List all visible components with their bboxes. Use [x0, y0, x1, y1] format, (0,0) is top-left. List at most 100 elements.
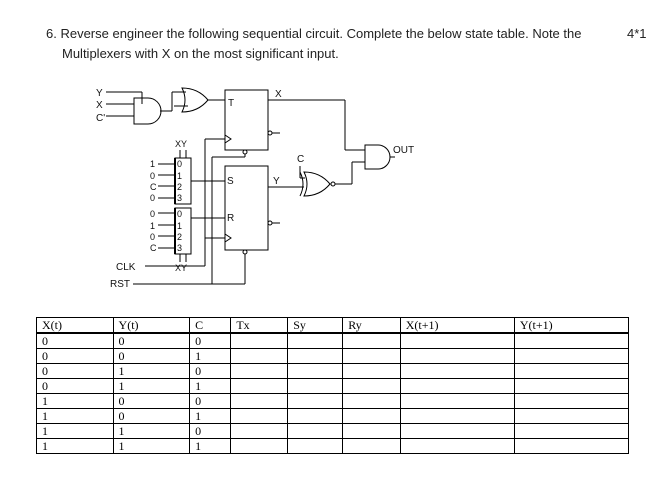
cell-input[interactable] — [287, 393, 344, 409]
cell: 0 — [189, 393, 232, 409]
and-gate — [133, 97, 162, 125]
cell: 1 — [189, 348, 232, 364]
mux-bottom-index-0: 0 — [177, 209, 182, 219]
xor-gate-bubble — [330, 181, 336, 187]
cell-input[interactable] — [287, 438, 344, 454]
cell-input[interactable] — [342, 363, 401, 379]
mux-bottom-input-2: 0 — [150, 232, 155, 242]
mux-bottom-input-1: 1 — [150, 221, 155, 231]
flipflop-sr-reset-bubble — [242, 249, 248, 255]
cell-input[interactable] — [399, 438, 515, 454]
cell-input[interactable] — [513, 438, 630, 454]
cell-input[interactable] — [230, 408, 289, 424]
cell-input[interactable] — [399, 363, 515, 379]
cell-input[interactable] — [513, 408, 630, 424]
cell-input[interactable] — [342, 348, 401, 364]
cell-input[interactable] — [230, 348, 289, 364]
cell-input[interactable] — [230, 438, 289, 454]
flipflop-sr-clock-icon — [224, 233, 232, 243]
mux-bottom-input-3: C — [150, 243, 157, 253]
header-sy: Sy — [287, 317, 344, 334]
cell-input[interactable] — [342, 332, 401, 349]
and-input-cprime-label: C' — [96, 113, 105, 124]
flipflop-t-clock-icon — [224, 134, 232, 144]
cell-input[interactable] — [399, 408, 515, 424]
mux-top-index-2: 2 — [177, 182, 182, 192]
cell-input[interactable] — [399, 393, 515, 409]
flipflop-t-output-label: X — [275, 89, 282, 100]
cell-input[interactable] — [230, 332, 289, 349]
cell: 0 — [189, 363, 232, 379]
cell: 0 — [112, 408, 191, 424]
cell-input[interactable] — [287, 423, 344, 439]
cell: 0 — [36, 378, 114, 394]
cell-input[interactable] — [342, 393, 401, 409]
mux-bottom-index-2: 2 — [177, 232, 182, 242]
cell-input[interactable] — [399, 348, 515, 364]
cell: 0 — [36, 348, 114, 364]
state-table-header: X(t) Y(t) C Tx Sy Ry X(t+1) Y(t+1) — [36, 317, 630, 334]
mux-top-index-1: 1 — [177, 171, 182, 181]
mux-bottom-select-label: XY — [175, 263, 187, 273]
cell-input[interactable] — [513, 332, 630, 349]
cell-input[interactable] — [342, 378, 401, 394]
output-and-gate — [364, 144, 391, 170]
cell-input[interactable] — [230, 378, 289, 394]
flipflop-t-input-label: T — [228, 98, 234, 109]
cell: 1 — [36, 408, 114, 424]
cell-input[interactable] — [399, 423, 515, 439]
mux-top-input-0: 1 — [150, 159, 155, 169]
clock-label: CLK — [116, 262, 136, 273]
cell: 1 — [189, 378, 232, 394]
cell-input[interactable] — [342, 408, 401, 424]
cell-input[interactable] — [230, 423, 289, 439]
cell-input[interactable] — [513, 363, 630, 379]
cell: 1 — [36, 423, 114, 439]
cell: 1 — [189, 408, 232, 424]
and-input-x-label: X — [96, 100, 103, 111]
cell: 0 — [112, 348, 191, 364]
header-c: C — [189, 317, 232, 334]
cell-input[interactable] — [399, 332, 515, 349]
mux-bottom-index-3: 3 — [177, 243, 182, 253]
cell-input[interactable] — [513, 348, 630, 364]
header-yt1: Y(t+1) — [513, 317, 630, 334]
cell-input[interactable] — [287, 363, 344, 379]
header-yt: Y(t) — [112, 317, 191, 334]
cell: 0 — [112, 332, 191, 349]
cell: 0 — [112, 393, 191, 409]
cell-input[interactable] — [513, 423, 630, 439]
cell-input[interactable] — [399, 378, 515, 394]
cell-input[interactable] — [230, 393, 289, 409]
xor-input-c-label: C — [297, 154, 304, 165]
cell-input[interactable] — [287, 408, 344, 424]
xor-gate-back-arc — [299, 171, 304, 197]
cell-input[interactable] — [342, 423, 401, 439]
header-xt1: X(t+1) — [399, 317, 515, 334]
flipflop-t-qbar-bubble — [267, 130, 273, 136]
reset-label: RST — [110, 279, 130, 290]
flipflop-sr-qbar-bubble — [267, 220, 273, 226]
cell-input[interactable] — [513, 393, 630, 409]
cell-input[interactable] — [513, 378, 630, 394]
or-gate — [181, 87, 209, 113]
cell: 1 — [112, 438, 191, 454]
cell-input[interactable] — [287, 332, 344, 349]
cell-input[interactable] — [287, 348, 344, 364]
cell-input[interactable] — [287, 378, 344, 394]
mux-top-input-1: 0 — [150, 171, 155, 181]
mux-bottom-index-1: 1 — [177, 221, 182, 231]
cell-input[interactable] — [230, 363, 289, 379]
cell-input[interactable] — [342, 438, 401, 454]
cell: 1 — [112, 363, 191, 379]
mux-top-input-3: 0 — [150, 193, 155, 203]
cell: 0 — [36, 363, 114, 379]
cell: 1 — [112, 378, 191, 394]
mux-top-input-2: C — [150, 182, 157, 192]
mux-top-index-0: 0 — [177, 159, 182, 169]
